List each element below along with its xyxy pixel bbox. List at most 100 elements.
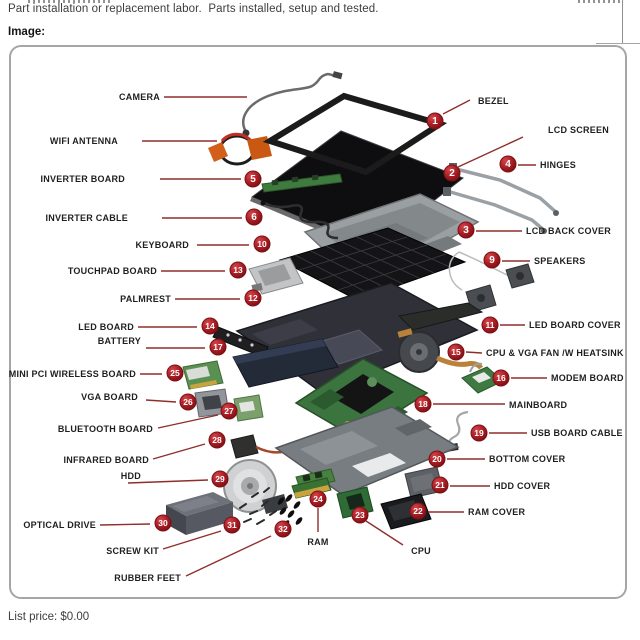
mainboard-marker-number: 18 [418,399,428,409]
lcd_back_cover-marker [457,221,475,239]
image-field-label: Image: [8,26,46,38]
lcd_screen-label: LCD SCREEN [548,125,609,135]
mini_pci-marker-number: 25 [170,368,180,378]
screw_kit-marker-number: 31 [227,520,237,530]
modem_board-label: MODEM BOARD [551,373,624,383]
optical_drive-leader-line [99,523,151,526]
wifi-antenna-graphic [208,132,272,166]
usb_board_cable-marker [470,424,488,442]
bottom_cover-marker [428,450,446,468]
speakers-marker [483,251,501,269]
hdd-leader-line [127,479,209,484]
hdd_cover-label: HDD COVER [494,481,551,491]
touchpad_board-label: TOUCHPAD BOARD [68,266,157,276]
inverter_board-label: INVERTER BOARD [40,174,125,184]
ram_cover-marker-number: 22 [413,506,423,516]
cpu_vga_fan-leader-line [465,351,483,354]
table-column-divider [622,0,623,44]
infrared_board-label: INFRARED BOARD [64,455,150,465]
hdd_cover-marker [431,476,449,494]
cpu_vga_fan-label: CPU & VGA FAN /W HEATSINK [486,348,624,358]
bluetooth_board-leader-line [157,414,219,429]
inverter_board-marker [244,170,262,188]
touchpad-board-graphic [248,257,304,295]
vga_board-marker-number: 26 [183,397,193,407]
battery-marker-number: 17 [213,342,223,352]
inverter_cable-label: INVERTER CABLE [45,213,128,223]
keyboard-marker [253,235,271,253]
bezel-label: BEZEL [478,96,509,106]
mini_pci-label: MINI PCI WIRELESS BOARD [9,369,137,379]
screw_kit-label: SCREW KIT [106,546,159,556]
bezel-marker [426,112,444,130]
led_board-marker [201,317,219,335]
hdd_cover-marker-number: 21 [435,480,445,490]
led_board-label: LED BOARD [78,322,134,332]
cpu_vga_fan-marker-number: 15 [451,347,461,357]
ram-label: RAM [307,537,328,547]
inverter-board-graphic [261,173,343,193]
cpu_vga_fan-marker [447,343,465,361]
palmrest-label: PALMREST [120,294,171,304]
ram_cover-label: RAM COVER [468,507,526,517]
clipped-price-text [578,0,622,3]
hdd-label: HDD [121,471,141,481]
screw_kit-marker [223,516,241,534]
battery-label: BATTERY [98,336,141,346]
hdd-marker [211,470,229,488]
inverter-cable-graphic [260,200,339,240]
hinges-label: HINGES [540,160,576,170]
vga_board-label: VGA BOARD [81,392,138,402]
bottom_cover-label: BOTTOM COVER [489,454,566,464]
fan-heatsink-graphic [397,328,484,373]
led_board-marker-number: 14 [205,321,215,331]
mini_pci-marker [166,364,184,382]
touchpad_board-marker [229,261,247,279]
hdd-marker-number: 29 [215,474,225,484]
ram-marker [309,490,327,508]
optical_drive-label: OPTICAL DRIVE [23,520,96,530]
battery-graphic [232,338,339,388]
speakers-label: SPEAKERS [534,256,586,266]
cpu-marker-number: 23 [355,510,365,520]
keyboard-label: KEYBOARD [135,240,189,250]
modem_board-marker [492,369,510,387]
optical_drive-marker [154,514,172,532]
modem_board-marker-number: 16 [496,373,506,383]
screw_kit-leader-line [162,530,222,550]
keyboard-graphic [278,227,467,301]
infrared_board-marker-number: 28 [212,435,222,445]
usb_board_cable-label: USB BOARD CABLE [531,428,623,438]
cpu-marker [351,506,369,524]
bluetooth_board-marker-number: 27 [224,406,234,416]
led_board_cover-marker [481,316,499,334]
mainboard-label: MAINBOARD [509,400,567,410]
infrared_board-marker [208,431,226,449]
bottom_cover-marker-number: 20 [432,454,442,464]
speakers-graphic [448,251,535,313]
led-board-cover-graphic [397,302,484,331]
rubber_feet-leader-line [185,535,272,577]
bezel-leader-line [442,99,471,115]
keyboard-marker-number: 10 [257,239,267,249]
clipped-text-row [28,0,112,3]
rubber_feet-label: RUBBER FEET [114,573,181,583]
infrared_board-leader-line [152,443,206,460]
bluetooth_board-label: BLUETOOTH BOARD [58,424,153,434]
speakers-marker-number: 9 [489,255,495,266]
led_board_cover-label: LED BOARD COVER [529,320,621,330]
list-price-text: List price: $0.00 [8,611,90,623]
lcd_screen-marker [443,164,461,182]
led_board_cover-marker-number: 11 [486,320,495,330]
inverter_board-marker-number: 5 [250,174,256,185]
item-description: Part installation or replacement labor. … [8,3,379,15]
vga_board-marker [179,393,197,411]
inverter_cable-marker [245,208,263,226]
mini-pci-graphic [182,360,224,390]
touchpad_board-marker-number: 13 [233,265,243,275]
usb_board_cable-marker-number: 19 [474,428,484,438]
vga_board-leader-line [145,399,177,403]
rubber_feet-marker [274,520,292,538]
